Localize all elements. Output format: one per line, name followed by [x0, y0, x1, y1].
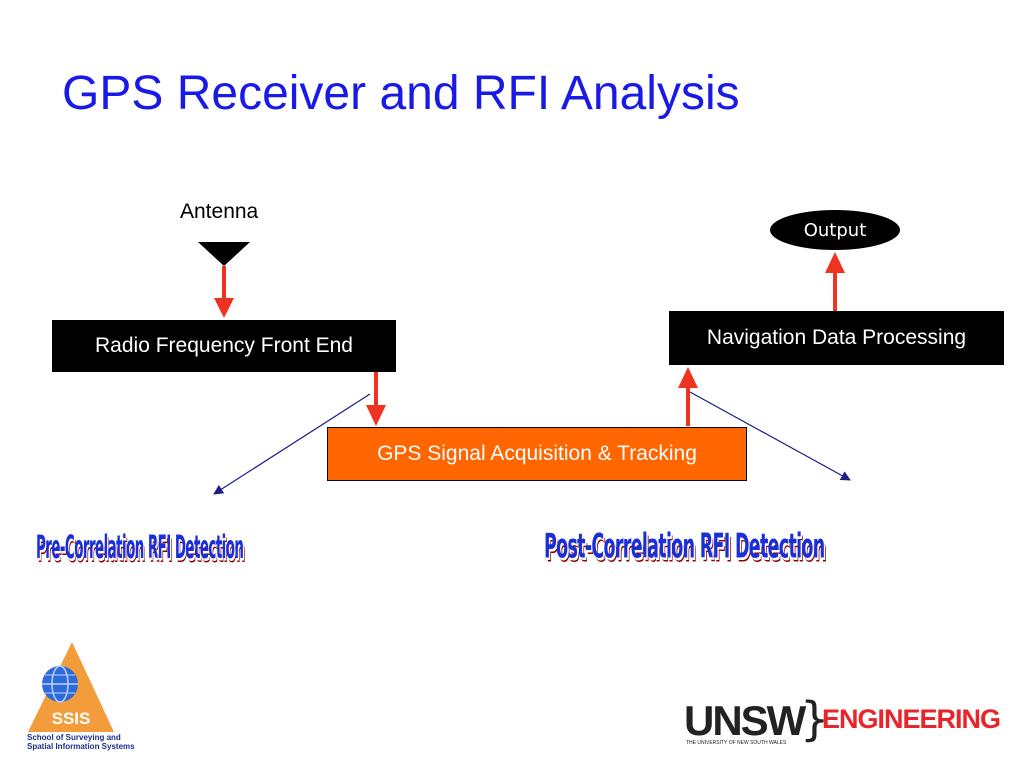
ssis-logo: SSIS [28, 642, 114, 732]
pre-correlation-label: Pre-Correlation RFI Detection [36, 528, 244, 567]
slide-title: GPS Receiver and RFI Analysis [62, 67, 740, 120]
unsw-logo-text: UNSW [684, 697, 806, 744]
engineering-logo-text: ENGINEERING [822, 704, 1001, 734]
navigation-processing-box: Navigation Data Processing [669, 311, 1004, 365]
navigation-processing-label: Navigation Data Processing [706, 326, 967, 349]
antenna-label: Antenna [180, 200, 259, 223]
connector-pre-correlation [213, 393, 371, 495]
ssis-caption-line2: Spatial Information Systems [27, 742, 135, 752]
output-node: Output [770, 210, 900, 250]
arrow-acquisition-to-nav [678, 367, 698, 426]
connector-post-correlation [689, 391, 851, 481]
acquisition-tracking-box: GPS Signal Acquisition & Tracking [327, 427, 747, 481]
rf-front-end-box: Radio Frequency Front End [52, 320, 396, 372]
ssis-caption-line1: School of Surveying and [27, 733, 121, 742]
acquisition-tracking-label: GPS Signal Acquisition & Tracking [377, 442, 697, 465]
output-label: Output [803, 219, 867, 241]
antenna-icon [198, 242, 250, 266]
unsw-subtext: THE UNIVERSITY OF NEW SOUTH WALES [686, 740, 787, 746]
post-correlation-label: Post-Correlation RFI Detection [544, 526, 825, 566]
ssis-letters: SSIS [52, 709, 91, 728]
brace-icon: } [800, 692, 830, 746]
arrow-nav-to-output [825, 252, 845, 311]
ssis-caption: School of Surveying and Spatial Informat… [27, 733, 135, 751]
arrow-antenna-to-rf [214, 266, 234, 318]
rf-front-end-label: Radio Frequency Front End [95, 334, 353, 357]
arrow-rf-to-acquisition [366, 372, 386, 426]
